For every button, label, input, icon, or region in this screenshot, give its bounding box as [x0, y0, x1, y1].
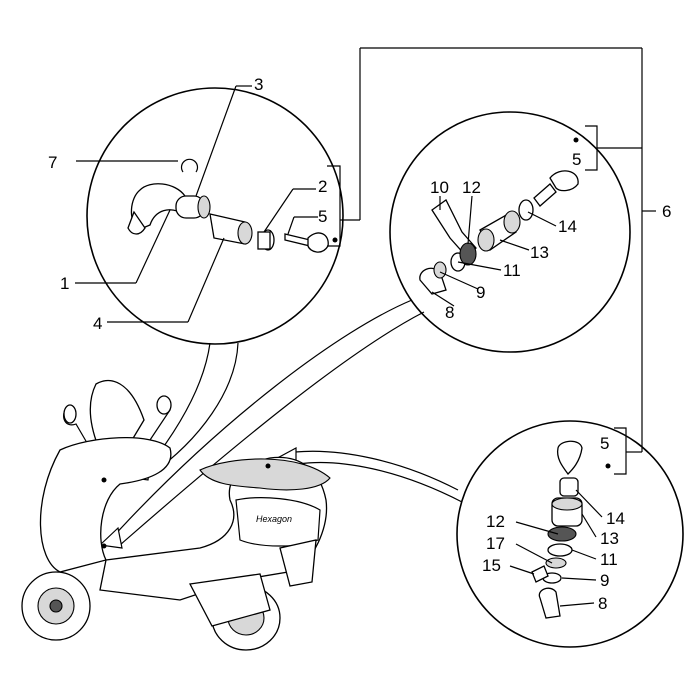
callout-12-top: 12	[462, 178, 481, 197]
callout-11-lower: 11	[600, 550, 618, 569]
callout-9-top: 9	[476, 283, 485, 302]
lock-barrel-part-1	[130, 183, 186, 231]
key-part-5-top	[549, 170, 579, 192]
callout-5-seat: 5	[572, 150, 581, 169]
key-part-5-lower	[556, 440, 583, 475]
callout-4: 4	[93, 314, 102, 333]
leaders-circle-2	[431, 125, 656, 307]
windscreen	[89, 380, 145, 447]
callout-8-top: 8	[445, 303, 454, 322]
clip-part-7	[180, 158, 199, 173]
leaders-circle-1	[75, 47, 643, 452]
callout-9-lower: 9	[600, 571, 609, 590]
callout-labels: 3 7 2 5 1 4 5 10 12 14 13 11 9 8 6 5 14 …	[48, 75, 671, 613]
callout-7: 7	[48, 153, 57, 172]
right-mirror	[156, 395, 172, 415]
seat	[199, 458, 331, 491]
hook-part-8-lower	[538, 587, 561, 619]
callout-5-lower: 5	[600, 434, 609, 453]
callout-13-top: 13	[530, 243, 549, 262]
lever-part-10	[431, 199, 477, 257]
callout-5-ignition: 5	[318, 207, 327, 226]
callout-14-top: 14	[558, 217, 577, 236]
callout-14-lower: 14	[606, 509, 625, 528]
callout-3: 3	[254, 75, 263, 94]
seat-lock-assembly-top	[419, 137, 579, 295]
ignition-lock-assembly	[127, 158, 338, 253]
callout-1: 1	[60, 274, 69, 293]
callout-8-lower: 8	[598, 594, 607, 613]
left-mirror	[63, 404, 77, 424]
front-shield	[39, 436, 172, 573]
callout-11-top: 11	[503, 261, 521, 280]
scooter-illustration: Hexagon	[21, 380, 331, 651]
scooter-badge: Hexagon	[256, 514, 292, 524]
seat-lock-assembly-lower	[531, 440, 611, 619]
key-part-5	[284, 233, 311, 247]
callout-15: 15	[482, 556, 501, 575]
callout-2: 2	[318, 177, 327, 196]
callout-17: 17	[486, 534, 505, 553]
cylinder-part-14	[518, 199, 534, 221]
callout-12-lower: 12	[486, 512, 505, 531]
callout-13-lower: 13	[600, 529, 619, 548]
callout-6: 6	[662, 202, 671, 221]
detail-circle-lower	[268, 420, 684, 648]
leaders-circle-3	[509, 427, 642, 607]
detail-circle-seat-lock	[98, 111, 631, 549]
callout-10: 10	[430, 178, 449, 197]
